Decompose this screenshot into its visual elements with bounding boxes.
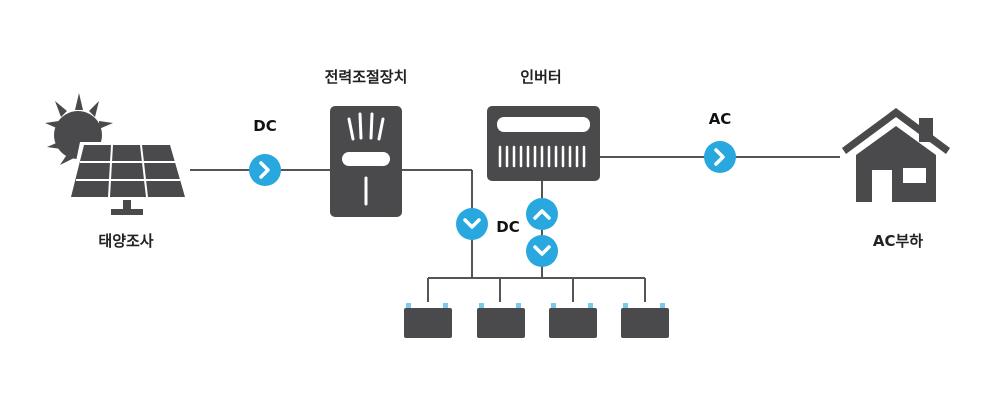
battery-icon (404, 303, 452, 338)
ac-load-label: AC부하 (873, 232, 923, 250)
arrow-right-icon (249, 154, 281, 186)
inverter-icon (487, 106, 600, 181)
battery-icon (477, 303, 525, 338)
battery-icon (621, 303, 669, 338)
controller-label: 전력조절장치 (325, 68, 408, 86)
arrow-down-icon (456, 208, 488, 240)
arrow-up-icon (526, 198, 558, 230)
ac-flow-label: AC (709, 110, 732, 128)
solar-panel-icon (45, 93, 188, 215)
arrow-down-icon (526, 235, 558, 267)
panel-cells (71, 145, 185, 197)
charge-controller-icon (330, 106, 402, 217)
battery-icon (549, 303, 597, 338)
house-icon (842, 108, 950, 202)
dc-battery-label: DC (496, 218, 519, 236)
battery-bank (404, 303, 669, 338)
inverter-label: 인버터 (520, 68, 561, 86)
dc-flow-label: DC (253, 117, 276, 135)
arrow-right-icon (704, 141, 736, 173)
solar-label: 태양조사 (98, 232, 153, 250)
